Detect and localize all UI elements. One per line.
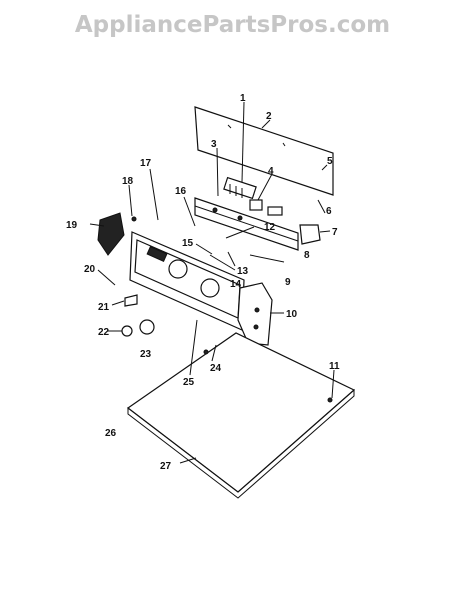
- knob-left: [168, 259, 188, 279]
- callout-21: 21: [98, 302, 110, 313]
- callout-14: 14: [230, 279, 242, 290]
- callout-18: 18: [122, 176, 134, 187]
- screw-18: [131, 216, 137, 222]
- callout-12: 12: [264, 222, 276, 233]
- switch-part-2: [267, 206, 283, 216]
- knob-21: [124, 294, 138, 307]
- right-bracket: [299, 224, 321, 245]
- callout-16: 16: [175, 186, 187, 197]
- callout-1: 1: [240, 93, 246, 104]
- callout-4: 4: [268, 166, 274, 177]
- callout-19: 19: [66, 220, 78, 231]
- callout-27: 27: [160, 461, 172, 472]
- callout-11: 11: [329, 361, 340, 372]
- callout-6: 6: [326, 206, 332, 217]
- knob-22: [121, 325, 133, 337]
- callout-9: 9: [285, 277, 291, 288]
- callout-20: 20: [84, 264, 96, 275]
- callout-15: 15: [182, 238, 194, 249]
- callout-25: 25: [183, 377, 195, 388]
- callout-7: 7: [332, 227, 338, 238]
- callout-3: 3: [211, 139, 217, 150]
- watermark: AppliancePartsPros.com: [74, 12, 391, 38]
- back-panel: [194, 106, 334, 196]
- callout-23: 23: [140, 349, 152, 360]
- left-endcap: [97, 212, 125, 256]
- callout-26: 26: [105, 428, 117, 439]
- terminal-block: [223, 176, 257, 200]
- callout-13: 13: [237, 266, 249, 277]
- callout-5: 5: [327, 156, 333, 167]
- callout-10: 10: [286, 309, 298, 320]
- callout-24: 24: [210, 363, 222, 374]
- callout-22: 22: [98, 327, 110, 338]
- right-endcap: [237, 282, 273, 346]
- knob-23: [139, 319, 155, 335]
- callout-2: 2: [266, 111, 272, 122]
- callout-8: 8: [304, 250, 310, 261]
- switch-part: [249, 199, 263, 211]
- callout-17: 17: [140, 158, 152, 169]
- knob-right: [200, 278, 220, 298]
